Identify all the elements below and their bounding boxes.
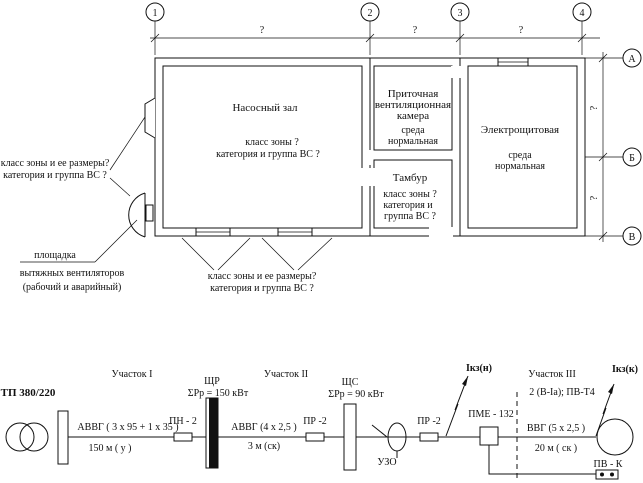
tp-busbar: [57, 410, 69, 465]
cable-1-label: АВВГ ( 3 x 95 + 1 x 35 ): [77, 422, 178, 433]
cable-3-label: ВВГ (5 x 2,5 ): [527, 423, 585, 434]
axis-1: 1: [145, 2, 165, 55]
axis-2: 2: [360, 2, 380, 55]
svg-text:Насосный зал: Насосный зал: [232, 102, 298, 114]
section-2-label: Участок II: [264, 369, 308, 380]
svg-text:нормальная: нормальная: [388, 136, 438, 147]
svg-text:категория и группа ВС ?: категория и группа ВС ?: [216, 149, 320, 160]
svg-text:среда: среда: [508, 150, 532, 161]
section-3-label: Участок III: [528, 369, 576, 380]
supply-vent-labels: Приточная вентиляционная камера среда но…: [375, 88, 451, 147]
shs-label: ЩС: [342, 377, 359, 388]
fuse-pn2: [173, 432, 193, 442]
cable-2-length: 3 м (ск): [248, 441, 280, 452]
fuse-pr2-a: [305, 432, 325, 442]
axis-4: 4: [572, 2, 592, 55]
svg-text:группа ВС ?: группа ВС ?: [384, 211, 436, 222]
rcd-uzo: УЗО: [371, 422, 407, 468]
svg-text:площадка: площадка: [34, 250, 76, 261]
fan-platform-outline: [128, 192, 146, 238]
bottom-zone-note: класс зоны и ее размеры? категория и гру…: [181, 237, 333, 294]
svg-text:Приточная: Приточная: [388, 88, 439, 100]
shr-power: ΣPр = 150 кВт: [188, 388, 249, 399]
top-dimension-line: ? ? ?: [150, 25, 600, 43]
svg-text:класс зоны и ее размеры?: класс зоны и ее размеры?: [1, 158, 110, 169]
starter-pme-132: ПМЕ - 132: [468, 409, 596, 475]
svg-text:1: 1: [153, 8, 158, 19]
svg-text:4: 4: [580, 8, 585, 19]
switchgear-labels: Электрощитовая среда нормальная: [481, 124, 559, 172]
cable-1-length: 150 м ( у ): [89, 443, 132, 454]
svg-text:Iкз(к): Iкз(к): [612, 364, 638, 375]
svg-text:категория и группа ВС ?: категория и группа ВС ?: [3, 170, 107, 181]
svg-text:Электрощитовая: Электрощитовая: [481, 124, 559, 136]
svg-text:ПВ - К: ПВ - К: [594, 459, 623, 470]
zone-class-label: 2 (В-Iа); ПВ-Т4: [529, 387, 595, 398]
right-dimension-line: ? ?: [589, 52, 608, 242]
vestibule-labels: Тамбур класс зоны ? категория и группа В…: [383, 172, 437, 222]
svg-text:категория и группа ВС ?: категория и группа ВС ?: [210, 283, 314, 294]
svg-text:?: ?: [413, 25, 418, 36]
svg-text:вытяжных вентиляторов: вытяжных вентиляторов: [20, 268, 125, 279]
svg-text:В: В: [629, 232, 636, 243]
svg-text:?: ?: [589, 105, 600, 110]
svg-text:А: А: [628, 54, 636, 65]
fuse-pr2-a-label: ПР -2: [303, 416, 327, 427]
fuse-pr2-b-label: ПР -2: [417, 416, 441, 427]
svg-text:категория и: категория и: [383, 200, 433, 211]
svg-text:камера: камера: [397, 110, 429, 122]
axis-V: В: [585, 226, 642, 246]
cable-2-label: АВВГ (4 x 2,5 ): [231, 422, 297, 433]
svg-text:(рабочий и аварийный): (рабочий и аварийный): [23, 282, 122, 293]
svg-text:Тамбур: Тамбур: [393, 172, 428, 184]
section-1-label: Участок I: [112, 369, 153, 380]
svg-text:среда: среда: [401, 125, 425, 136]
transformer-symbol: ТП 380/220: [1, 387, 56, 452]
svg-text:?: ?: [260, 25, 265, 36]
pump-hall-labels: Насосный зал класс зоны ? категория и гр…: [216, 102, 320, 160]
svg-text:ПМЕ - 132: ПМЕ - 132: [468, 409, 514, 420]
motor-symbol: [596, 418, 634, 456]
fuse-pn2-label: ПН - 2: [169, 416, 197, 427]
svg-text:нормальная: нормальная: [495, 161, 545, 172]
left-zone-note: класс зоны и ее размеры? категория и гру…: [1, 116, 146, 197]
svg-text:класс зоны и ее размеры?: класс зоны и ее размеры?: [208, 271, 317, 282]
shr-label: ЩР: [204, 376, 220, 387]
axis-A: А: [585, 48, 642, 68]
svg-text:Б: Б: [629, 153, 635, 164]
svg-text:?: ?: [519, 25, 524, 36]
axis-3: 3: [450, 2, 470, 55]
svg-text:ТП 380/220: ТП 380/220: [1, 387, 56, 399]
shs-board: [343, 403, 357, 471]
cable-3-length: 20 м ( ск ): [535, 443, 577, 454]
svg-text:?: ?: [589, 195, 600, 200]
svg-text:вентиляционная: вентиляционная: [375, 99, 451, 111]
axis-B: Б: [585, 147, 642, 167]
svg-text:Iкз(н): Iкз(н): [466, 363, 492, 374]
shs-power: ΣPр = 90 кВт: [328, 389, 384, 400]
fuse-pr2-b: [419, 432, 439, 442]
short-circuit-start-marker: Iкз(н): [445, 363, 492, 437]
platform-note: площадка вытяжных вентиляторов (рабочий …: [20, 219, 138, 293]
svg-text:2: 2: [368, 8, 373, 19]
short-circuit-end-marker: Iкз(к): [595, 364, 638, 437]
building-walls: [144, 57, 586, 237]
pushbutton-pv-k: ПВ - К: [594, 459, 623, 480]
svg-text:класс зоны ?: класс зоны ?: [383, 189, 437, 200]
svg-text:3: 3: [458, 8, 463, 19]
svg-text:УЗО: УЗО: [377, 457, 396, 468]
svg-text:класс зоны ?: класс зоны ?: [245, 137, 299, 148]
